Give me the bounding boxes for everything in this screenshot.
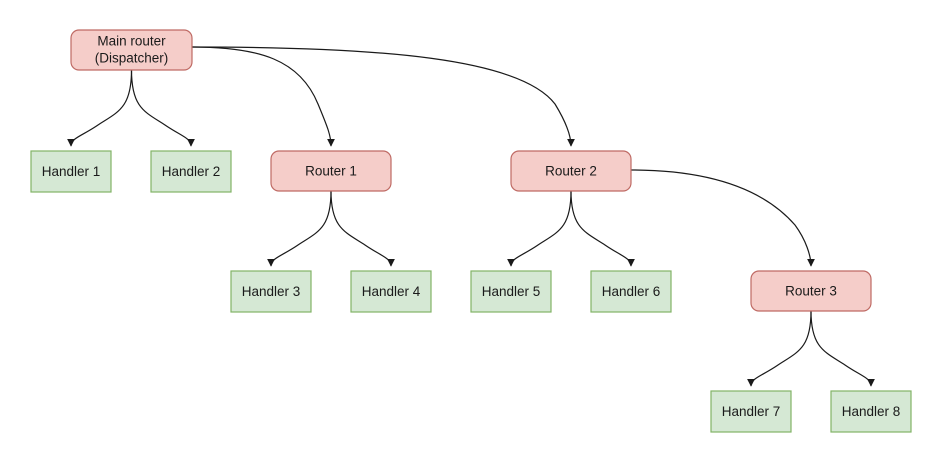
node-handler-4[interactable]: Handler 4 <box>350 270 432 313</box>
node-label-handler-3: Handler 3 <box>242 284 301 299</box>
edge-main-to-router-2 <box>191 46 575 147</box>
edge-router-2-to-handler-6 <box>570 190 635 267</box>
node-shape-handler-3 <box>230 270 312 313</box>
node-handler-3[interactable]: Handler 3 <box>230 270 312 313</box>
node-label-handler-5: Handler 5 <box>482 284 541 299</box>
node-router-2[interactable]: Router 2 <box>510 150 632 192</box>
node-main-router[interactable]: Main router (Dispatcher) <box>70 29 193 71</box>
node-label-main-router-line2: (Dispatcher) <box>95 51 169 66</box>
node-shape-handler-2 <box>150 150 232 193</box>
edge-router-2-to-router-3 <box>630 169 815 267</box>
edge-router-2-to-handler-5 <box>507 190 572 267</box>
node-label-handler-8: Handler 8 <box>842 404 901 419</box>
node-handler-6[interactable]: Handler 6 <box>590 270 672 313</box>
node-shape-handler-5 <box>470 270 552 313</box>
node-router-3[interactable]: Router 3 <box>750 270 872 312</box>
node-handler-1[interactable]: Handler 1 <box>30 150 112 193</box>
edge-router-1-to-handler-4 <box>330 190 395 267</box>
node-label-router-3: Router 3 <box>785 284 837 299</box>
edge-main-to-handler-2 <box>130 69 195 147</box>
node-router-1[interactable]: Router 1 <box>270 150 392 192</box>
edge-router-1-to-handler-3 <box>267 190 332 267</box>
edge-router-3-to-handler-7 <box>747 310 812 387</box>
edge-main-to-router-1 <box>191 46 335 147</box>
edge-router-3-to-handler-8 <box>810 310 875 387</box>
node-label-handler-4: Handler 4 <box>362 284 421 299</box>
node-handler-5[interactable]: Handler 5 <box>470 270 552 313</box>
node-shape-handler-7 <box>710 390 792 433</box>
edges-layer <box>67 46 875 387</box>
node-label-router-1: Router 1 <box>305 164 357 179</box>
node-label-handler-1: Handler 1 <box>42 164 101 179</box>
node-handler-8[interactable]: Handler 8 <box>830 390 912 433</box>
nodes-layer: Main router (Dispatcher) Handler 1 Handler … <box>30 29 912 433</box>
node-shape-router-3 <box>750 270 872 312</box>
node-label-handler-2: Handler 2 <box>162 164 221 179</box>
node-shape-main-router <box>70 29 193 71</box>
node-label-main-router-line1: Main router <box>97 34 166 49</box>
node-label-handler-6: Handler 6 <box>602 284 661 299</box>
node-shape-router-1 <box>270 150 392 192</box>
node-shape-handler-8 <box>830 390 912 433</box>
node-handler-2[interactable]: Handler 2 <box>150 150 232 193</box>
node-label-handler-7: Handler 7 <box>722 404 781 419</box>
node-shape-handler-6 <box>590 270 672 313</box>
node-shape-router-2 <box>510 150 632 192</box>
node-shape-handler-4 <box>350 270 432 313</box>
edge-main-to-handler-1 <box>67 69 133 147</box>
node-label-router-2: Router 2 <box>545 164 597 179</box>
node-handler-7[interactable]: Handler 7 <box>710 390 792 433</box>
node-shape-handler-1 <box>30 150 112 193</box>
